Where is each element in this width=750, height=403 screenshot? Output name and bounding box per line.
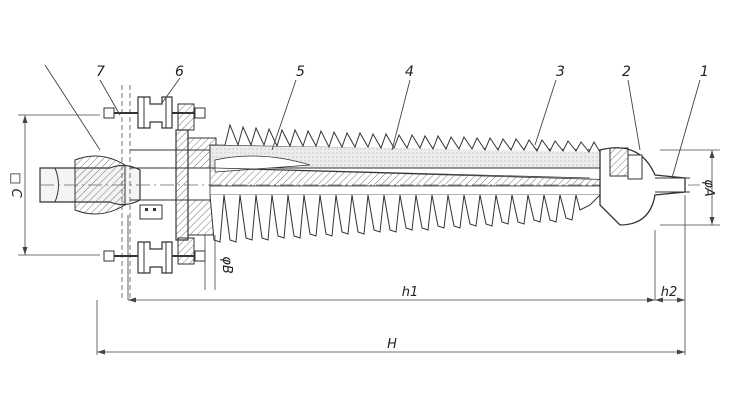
upper-insulator-assembly	[103, 96, 206, 131]
callout-4: 4	[405, 64, 414, 80]
callout-7: 7	[96, 64, 105, 80]
dimension-h1-label: h1	[402, 285, 419, 300]
dimension-phi-b-label: φB	[219, 256, 234, 274]
top-terminal	[599, 147, 690, 226]
callout-5: 5	[296, 64, 305, 80]
callout-6: 6	[175, 64, 184, 80]
callout-3: 3	[556, 64, 565, 80]
flange-guides	[121, 85, 131, 300]
dimension-arrows	[22, 115, 715, 355]
lower-sheds	[209, 194, 601, 243]
dimension-square-c-label: □ C	[8, 172, 23, 198]
dimension-phi-a-label: φA	[701, 179, 716, 196]
callout-leaders	[44, 64, 701, 179]
callout-2: 2	[622, 64, 631, 80]
lower-insulator-assembly	[103, 237, 206, 274]
dimension-H-label: H	[387, 337, 397, 352]
dimension-h2-label: h2	[661, 285, 678, 300]
dimension-lines	[18, 114, 720, 355]
upper-sheds	[224, 123, 601, 153]
bushing-body	[209, 144, 621, 196]
callout-1: 1	[700, 64, 709, 80]
